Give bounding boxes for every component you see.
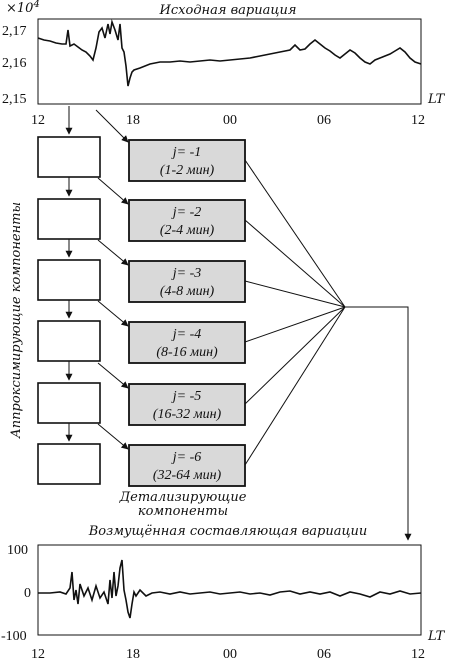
detail-box-5: j= -5 (16-32 мин) <box>128 383 246 426</box>
top-x-tick-3: 00 <box>223 113 237 128</box>
top-plot-title: Исходная вариация <box>159 3 297 18</box>
detail-box-4-j: j= -4 <box>171 327 202 342</box>
detail-box-2-j: j= -2 <box>171 205 202 220</box>
detail-arrows <box>95 109 129 450</box>
approximation-box-1 <box>37 136 101 178</box>
top-x-tick-5: 12 <box>411 113 425 128</box>
bottom-x-tick-1: 12 <box>31 647 45 662</box>
top-plot: ×104 Исходная вариация 2,17 2,16 2,15 LT… <box>2 0 446 128</box>
bottom-x-tick-4: 06 <box>317 647 331 662</box>
bottom-plot-title: Возмущённая составляющая вариации <box>88 524 368 539</box>
top-y-tick-1: 2,17 <box>2 24 27 39</box>
approximation-label: Аппроксимирующие компоненты <box>9 202 24 439</box>
detail-box-2-range: (2-4 мин) <box>160 223 215 238</box>
detail-box-4-range: (8-16 мин) <box>156 345 218 360</box>
disturbed-variation-curve <box>38 559 422 619</box>
detail-caption-line-2: компоненты <box>138 504 228 519</box>
top-x-tick-4: 06 <box>317 113 331 128</box>
detail-box-6-range: (32-64 мин) <box>153 468 222 483</box>
detail-box-1: j= -1 (1-2 мин) <box>128 139 246 182</box>
bottom-y-tick-2: 0 <box>24 586 31 601</box>
detail-box-4: j= -4 (8-16 мин) <box>128 321 246 364</box>
original-variation-curve <box>37 18 422 87</box>
summation-lines <box>244 159 412 541</box>
top-x-tick-1: 12 <box>31 113 45 128</box>
top-x-tick-2: 18 <box>126 113 140 128</box>
detail-box-2: j= -2 (2-4 мин) <box>128 199 246 242</box>
approximation-box-2 <box>37 198 101 240</box>
top-y-tick-2: 2,16 <box>2 56 27 71</box>
detail-box-1-j: j= -1 <box>171 145 202 160</box>
detail-box-6: j= -6 (32-64 мин) <box>128 444 246 487</box>
approximation-column: Аппроксимирующие компоненты <box>9 106 101 485</box>
detail-box-5-j: j= -5 <box>171 389 202 404</box>
top-plot-frame <box>37 18 422 105</box>
detail-column: j= -1 (1-2 мин) j= -2 (2-4 мин) j= -3 (4… <box>119 139 247 519</box>
bottom-x-tick-2: 18 <box>126 647 140 662</box>
bottom-plot: Возмущённая составляющая вариации 100 0 … <box>1 524 446 662</box>
approximation-box-6 <box>37 443 101 485</box>
detail-box-3-j: j= -3 <box>171 266 202 281</box>
approximation-box-3 <box>37 259 101 301</box>
detail-box-3-range: (4-8 мин) <box>160 284 215 299</box>
bottom-x-tick-3: 00 <box>223 647 237 662</box>
detail-box-6-j: j= -6 <box>171 450 202 465</box>
approximation-box-4 <box>37 320 101 362</box>
top-plot-multiplier: ×104 <box>6 0 40 16</box>
bottom-plot-frame <box>37 544 422 636</box>
bottom-y-tick-1: 100 <box>7 543 28 558</box>
approximation-box-5 <box>37 382 101 424</box>
detail-box-1-range: (1-2 мин) <box>160 163 215 178</box>
top-plot-x-unit: LT <box>427 92 446 107</box>
detail-caption-line-1: Детализирующие <box>119 490 247 505</box>
detail-box-3: j= -3 (4-8 мин) <box>128 260 246 303</box>
top-y-tick-3: 2,15 <box>2 92 27 107</box>
bottom-plot-x-unit: LT <box>427 629 446 644</box>
bottom-y-tick-3: -100 <box>1 629 27 644</box>
bottom-x-tick-5: 12 <box>411 647 425 662</box>
detail-box-5-range: (16-32 мин) <box>153 407 222 422</box>
